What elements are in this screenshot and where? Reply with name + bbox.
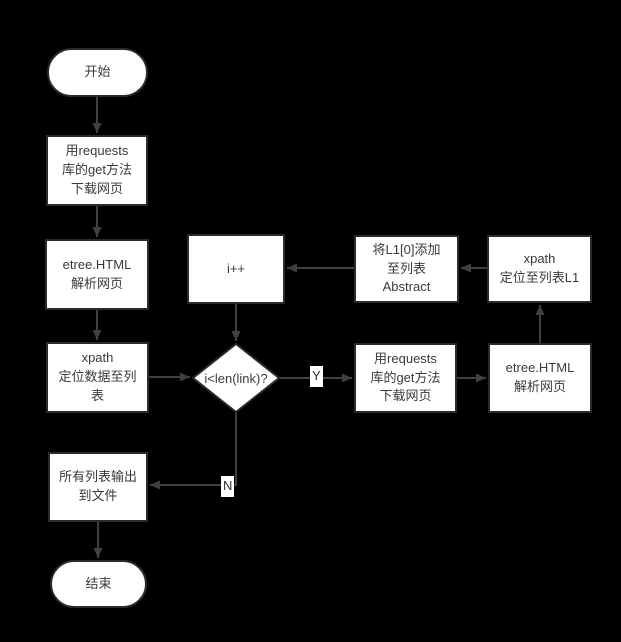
node-xpath-left: xpath 定位数据至列 表 (46, 342, 149, 413)
condition-label: i<len(link)? (204, 370, 268, 386)
node-parse-left: etree.HTML 解析网页 (45, 239, 149, 310)
node-output-file: 所有列表输出 到文件 (48, 452, 148, 522)
edge-condition-no (150, 413, 237, 490)
node-parse-right: etree.HTML 解析网页 (488, 343, 592, 413)
node-download-right: 用requests 库的get方法 下载网页 (354, 343, 457, 413)
node-start: 开始 (47, 48, 148, 97)
node-increment: i++ (187, 234, 285, 304)
label-no: N (221, 476, 235, 497)
node-append-abstract: 将L1[0]添加 至列表 Abstract (354, 235, 459, 303)
decision-diamond-shape (192, 343, 280, 413)
label-yes: Y (310, 366, 323, 387)
node-end: 结束 (50, 560, 147, 608)
node-condition: i<len(link)? (192, 343, 280, 413)
node-xpath-l1: xpath 定位至列表L1 (487, 235, 592, 303)
node-download-left: 用requests 库的get方法 下载网页 (46, 135, 148, 206)
